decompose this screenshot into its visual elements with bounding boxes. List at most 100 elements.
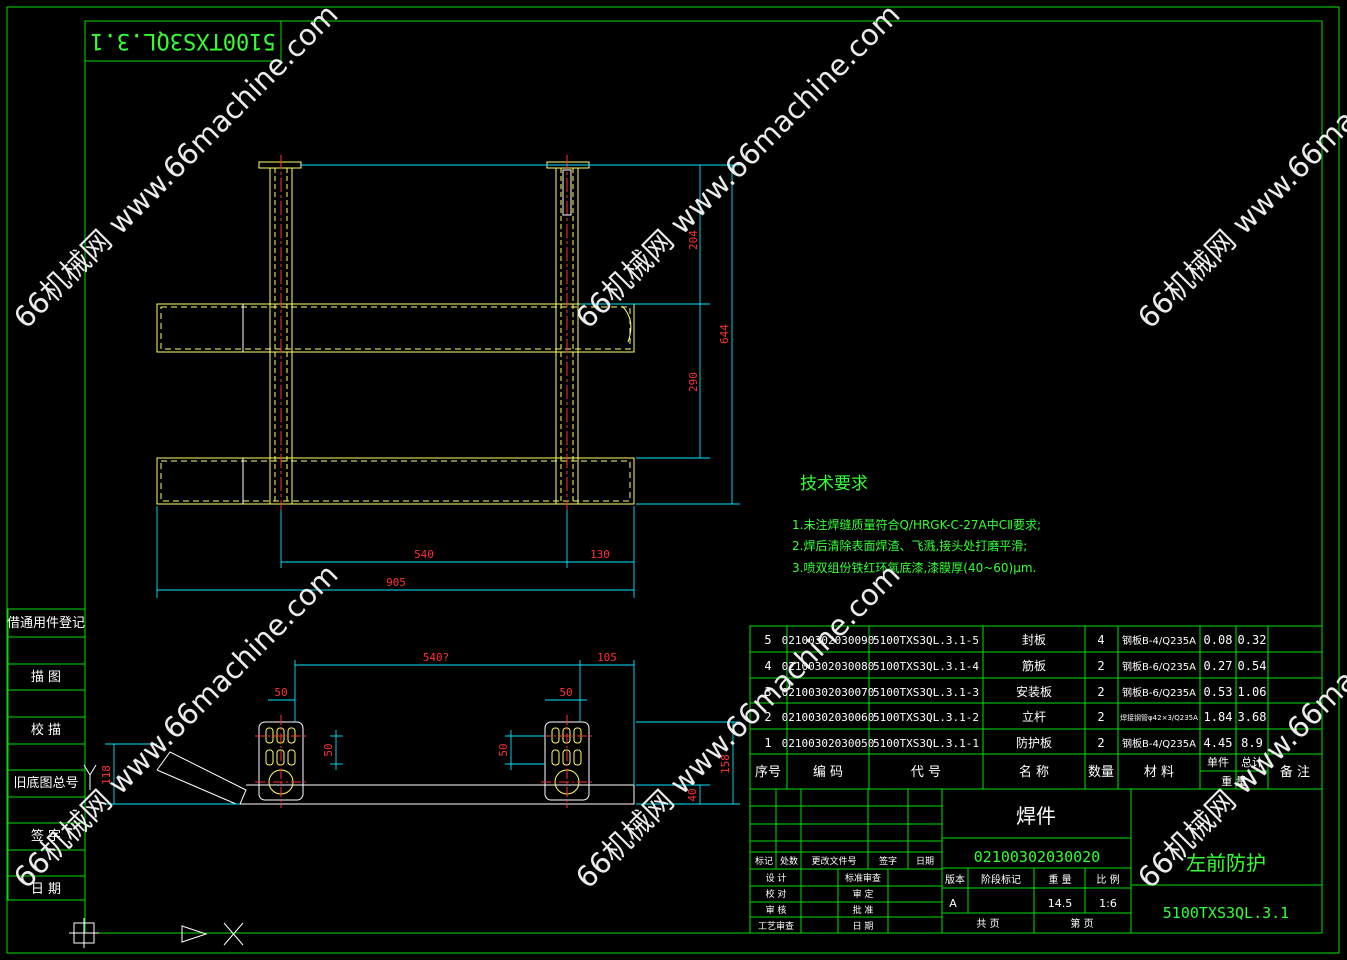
table-row-4-qty: 2: [1097, 659, 1104, 673]
rev-date: 日期: [916, 856, 934, 867]
top-dimensions: [156, 164, 740, 598]
sign-process: 工艺审查: [758, 920, 794, 932]
top-view: [156, 155, 635, 510]
sidebar-label-6: 日 期: [31, 882, 61, 897]
table-row-3-unit: 0.53: [1204, 685, 1233, 699]
header-name: 名 称: [1019, 764, 1049, 780]
rev-sign: 签字: [879, 855, 897, 867]
sheets-total: 共 页: [976, 918, 999, 930]
watermark-3: 66机械网 www.66machine.com: [1131, 0, 1347, 335]
requirement-1: 1.未注焊缝质量符合Q/HRGK-C-27A中CⅡ要求;: [792, 517, 1041, 532]
header-weight: 重 量: [1221, 774, 1247, 788]
sidebar-label-3: 校 描: [31, 722, 61, 738]
table-row-1-mat: 钢板B-4/Q235A: [1122, 737, 1196, 750]
part-number: 02100302030020: [974, 848, 1100, 866]
header-qty: 数量: [1088, 765, 1114, 780]
header-unit: 单件: [1207, 756, 1229, 769]
table-row-1-code: 02100302030050: [782, 737, 875, 750]
header-ref: 代 号: [911, 765, 941, 780]
dim-540q: 540?: [423, 651, 450, 664]
table-row-4-no: 4: [764, 659, 771, 673]
frame: 5100TXS3QL.3.1: [6, 6, 1340, 954]
table-row-4-total: 0.54: [1238, 659, 1267, 673]
dim-105: 105: [597, 651, 617, 664]
table-row-5-total: 0.32: [1238, 633, 1267, 647]
header-note: 备 注: [1280, 764, 1310, 780]
dim-50-vert-r: 50: [497, 743, 510, 756]
table-row-1-total: 8.9: [1241, 736, 1263, 750]
front-view: [156, 715, 635, 808]
view-arrow-icon: [181, 925, 208, 943]
table-row-1-qty: 2: [1097, 736, 1104, 750]
rev-mark: 标记: [755, 855, 773, 867]
header-mat: 材 料: [1144, 765, 1174, 780]
rev-count: 处数: [780, 855, 798, 867]
scale-label: 比 例: [1096, 873, 1119, 886]
top-dim-texts: 204 290 644 540 130 905: [386, 230, 731, 589]
lower-plate: [156, 457, 635, 505]
requirements-title: 技术要求: [800, 474, 868, 494]
outer-border: [6, 6, 1340, 954]
requirement-2: 2.焊后清除表面焊渣、飞溅,接头处打磨平滑;: [792, 538, 1027, 553]
stage-label: 阶段标记: [981, 873, 1021, 886]
table-row-3-no: 3: [764, 685, 771, 699]
dim-118: 118: [100, 765, 113, 785]
table-row-4-code: 02100302030080: [782, 660, 875, 673]
table-row-4-name: 筋板: [1022, 658, 1046, 673]
sign-date: 日 期: [853, 921, 874, 932]
dim-290: 290: [687, 372, 700, 392]
sign-std: 标准审查: [845, 872, 881, 884]
table-row-5-ref: 5100TXS3QL.3.1-5: [873, 634, 979, 647]
table-row-5-name: 封板: [1022, 633, 1046, 647]
cad-symbols: [69, 764, 244, 948]
code-box: [84, 20, 282, 62]
front-dim-texts: 540? 105 50 50 50 50 118 158 40: [100, 651, 732, 802]
table-row-5-mat: 钢板B-4/Q235A: [1122, 634, 1196, 647]
dim-50-hole-r: 50: [559, 686, 572, 699]
table-row-4-ref: 5100TXS3QL.3.1-4: [873, 660, 979, 673]
scale-value: 1:6: [1099, 897, 1117, 910]
part-type: 焊件: [1016, 804, 1056, 828]
table-row-1-unit: 4.45: [1204, 736, 1233, 750]
part-name: 左前防护: [1186, 851, 1266, 875]
dim-130: 130: [590, 548, 610, 561]
table-row-5-no: 5: [764, 633, 771, 647]
weight-value: 14.5: [1048, 897, 1073, 910]
table-row-3-name: 安装板: [1016, 684, 1052, 699]
watermark-6: 66机械网 www.66machine.com: [1131, 557, 1347, 895]
table-row-1-name: 防护板: [1016, 735, 1052, 750]
version-label: 版本: [945, 873, 965, 886]
table-row-2-unit: 1.84: [1204, 710, 1233, 724]
table-row-4-unit: 0.27: [1204, 659, 1233, 673]
table-row-5-code: 02100302030090: [782, 634, 875, 647]
sidebar-labels: 借通用件登记 描 图 校 描 旧底图总号 签 字 日 期: [7, 616, 85, 897]
dim-50-vert-l: 50: [322, 743, 335, 756]
stage-value: A: [949, 897, 957, 910]
sign-ratify: 批 准: [853, 904, 874, 916]
requirement-3: 3.喷双组份铁红环氧底漆,漆膜厚(40~60)μm.: [792, 560, 1036, 575]
table-row-1-ref: 5100TXS3QL.3.1-1: [873, 737, 979, 750]
sign-approve: 审 定: [853, 888, 874, 900]
sign-review: 审 核: [766, 904, 787, 916]
table-row-3-mat: 钢板B-6/Q235A: [1122, 686, 1196, 699]
rev-doc: 更改文件号: [811, 855, 856, 867]
watermarks: 66机械网 www.66machine.com 66机械网 www.66mach…: [7, 0, 1347, 895]
table-row-2-ref: 5100TXS3QL.3.1-2: [873, 711, 979, 724]
table-row-3-qty: 2: [1097, 685, 1104, 699]
header-code: 编 码: [813, 765, 843, 780]
table-row-4-mat: 钢板B-6/Q235A: [1122, 660, 1196, 673]
sidebar-label-5: 签 字: [31, 828, 61, 844]
dim-158: 158: [719, 754, 732, 774]
sign-design: 设 计: [766, 872, 787, 884]
title-block-texts: 焊件 02100302030020 左前防护 5100TXS3QL.3.1 版本…: [755, 804, 1289, 932]
technical-requirements: 技术要求 1.未注焊缝质量符合Q/HRGK-C-27A中CⅡ要求; 2.焊后清除…: [792, 474, 1041, 575]
table-row-2-mat: 焊接钢管φ42×3/Q235A: [1120, 713, 1198, 722]
table-row-3-code: 02100302030070: [782, 686, 875, 699]
weight-label: 重 量: [1048, 873, 1071, 886]
sidebar-label-2: 描 图: [31, 670, 61, 685]
dim-905: 905: [386, 576, 406, 589]
sheet-number: 第 页: [1070, 917, 1093, 930]
header-total: 总计: [1241, 755, 1263, 769]
table-row-3-total: 1.06: [1238, 685, 1267, 699]
table-row-5-unit: 0.08: [1204, 633, 1233, 647]
